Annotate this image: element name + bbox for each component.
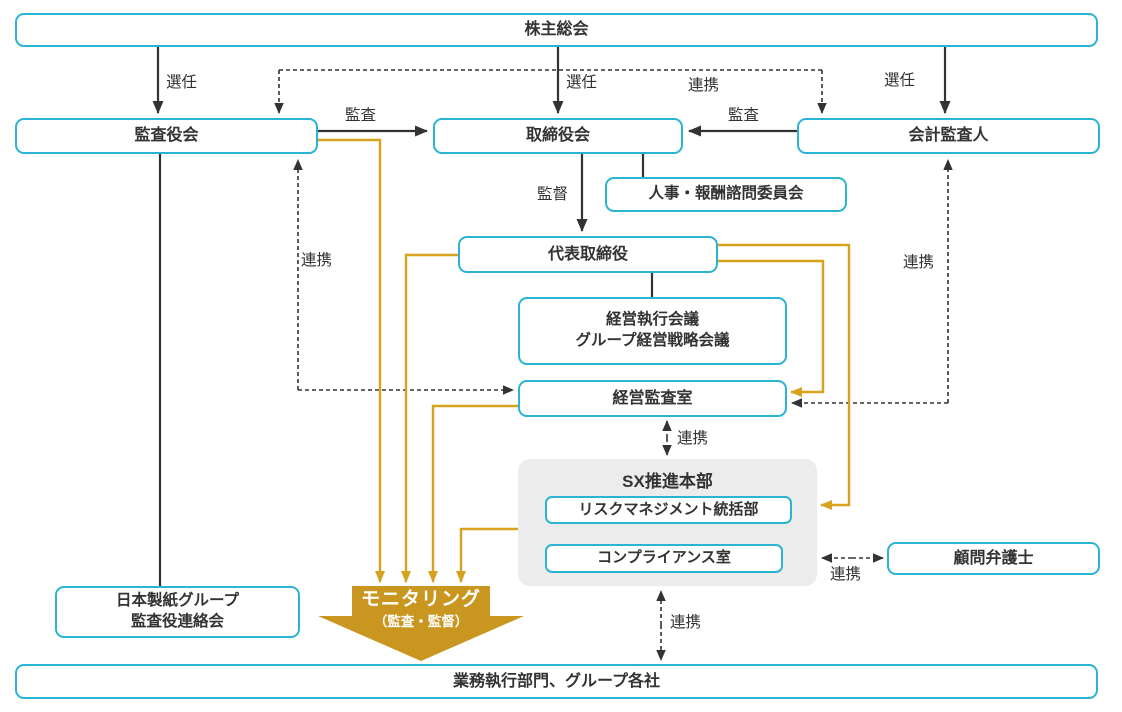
node-label: コンプライアンス室	[597, 549, 731, 567]
node-audit-supervisory-board: 監査役会	[15, 118, 318, 154]
edge-label-cooperate-audit-board: 連携	[301, 252, 333, 269]
node-group-auditors-liaison-committee: 日本製紙グループ 監査役連絡会	[55, 586, 300, 638]
gold-representative-to-auditoffice	[718, 259, 825, 397]
edge-label-cooperate-accounting-auditor: 連携	[903, 254, 935, 271]
node-label: 株主総会	[524, 21, 589, 39]
edge-label-audit-right: 監査	[728, 107, 760, 124]
node-board-of-directors: 取締役会	[433, 118, 683, 154]
node-hr-compensation-advisory-committee: 人事・報酬諮問委員会	[605, 177, 847, 212]
edge-label-cooperate-business: 連携	[670, 614, 702, 631]
node-sx-promotion-hq: SX推進本部 リスクマネジメント統括部 コンプライアンス室	[518, 459, 817, 586]
edge-label-cooperate-lawyer: 連携	[830, 566, 862, 583]
node-risk-management-control-dept: リスクマネジメント統括部	[545, 496, 792, 524]
monitoring-label-line1: モニタリング	[360, 589, 481, 610]
monitoring-label-line2: （監査・監督）	[373, 613, 469, 629]
edge-label-audit-left: 監査	[345, 107, 377, 124]
node-label-line2: 監査役連絡会	[130, 613, 224, 630]
node-label: 会計監査人	[908, 127, 989, 145]
node-management-audit-office: 経営監査室	[518, 380, 787, 417]
node-label: リスクマネジメント統括部	[578, 500, 759, 518]
gold-auditoffice-to-monitoring	[428, 404, 518, 583]
node-label: 取締役会	[525, 127, 590, 145]
edge-label-cooperate-audit-office-sx: 連携	[677, 430, 709, 447]
edge-label-cooperate-top: 連携	[688, 77, 720, 94]
node-label: 人事・報酬諮問委員会	[648, 185, 804, 203]
edge-label-elect-accounting-auditor: 選任	[884, 72, 916, 89]
monitoring-arrow-shape	[318, 586, 524, 661]
gold-compliance-to-monitoring	[456, 527, 518, 583]
node-compliance-office: コンプライアンス室	[545, 544, 783, 573]
node-label: 経営監査室	[612, 389, 693, 407]
sx-promotion-hq-title: SX推進本部	[622, 472, 713, 491]
monitoring-arrow-label: モニタリング （監査・監督）	[337, 589, 505, 630]
node-management-execution-meeting: 経営執行会議 グループ経営戦略会議	[518, 297, 787, 365]
node-label: 顧問弁護士	[953, 549, 1034, 567]
edge-label-supervise: 監督	[537, 186, 569, 203]
node-corporate-lawyer: 顧問弁護士	[887, 542, 1100, 575]
gold-representative-to-monitoring	[401, 253, 458, 583]
node-business-execution-divisions: 業務執行部門、グループ各社	[15, 664, 1098, 699]
node-label-line1: 日本製紙グループ	[115, 592, 240, 610]
gold-auditboard-to-monitoring	[318, 138, 385, 583]
node-accounting-auditor: 会計監査人	[797, 118, 1100, 154]
node-representative-director: 代表取締役	[458, 236, 718, 273]
gold-representative-to-riskdept	[718, 243, 851, 510]
node-label: 業務執行部門、グループ各社	[452, 672, 661, 690]
node-shareholders-meeting: 株主総会	[15, 13, 1098, 47]
node-label-line1: 経営執行会議	[605, 311, 699, 329]
node-label: 監査役会	[134, 127, 199, 145]
node-label-line2: グループ経営戦略会議	[575, 332, 730, 349]
edge-label-elect-audit-board: 選任	[166, 74, 198, 91]
edge-label-elect-board: 選任	[566, 74, 598, 91]
node-label: 代表取締役	[547, 245, 628, 263]
